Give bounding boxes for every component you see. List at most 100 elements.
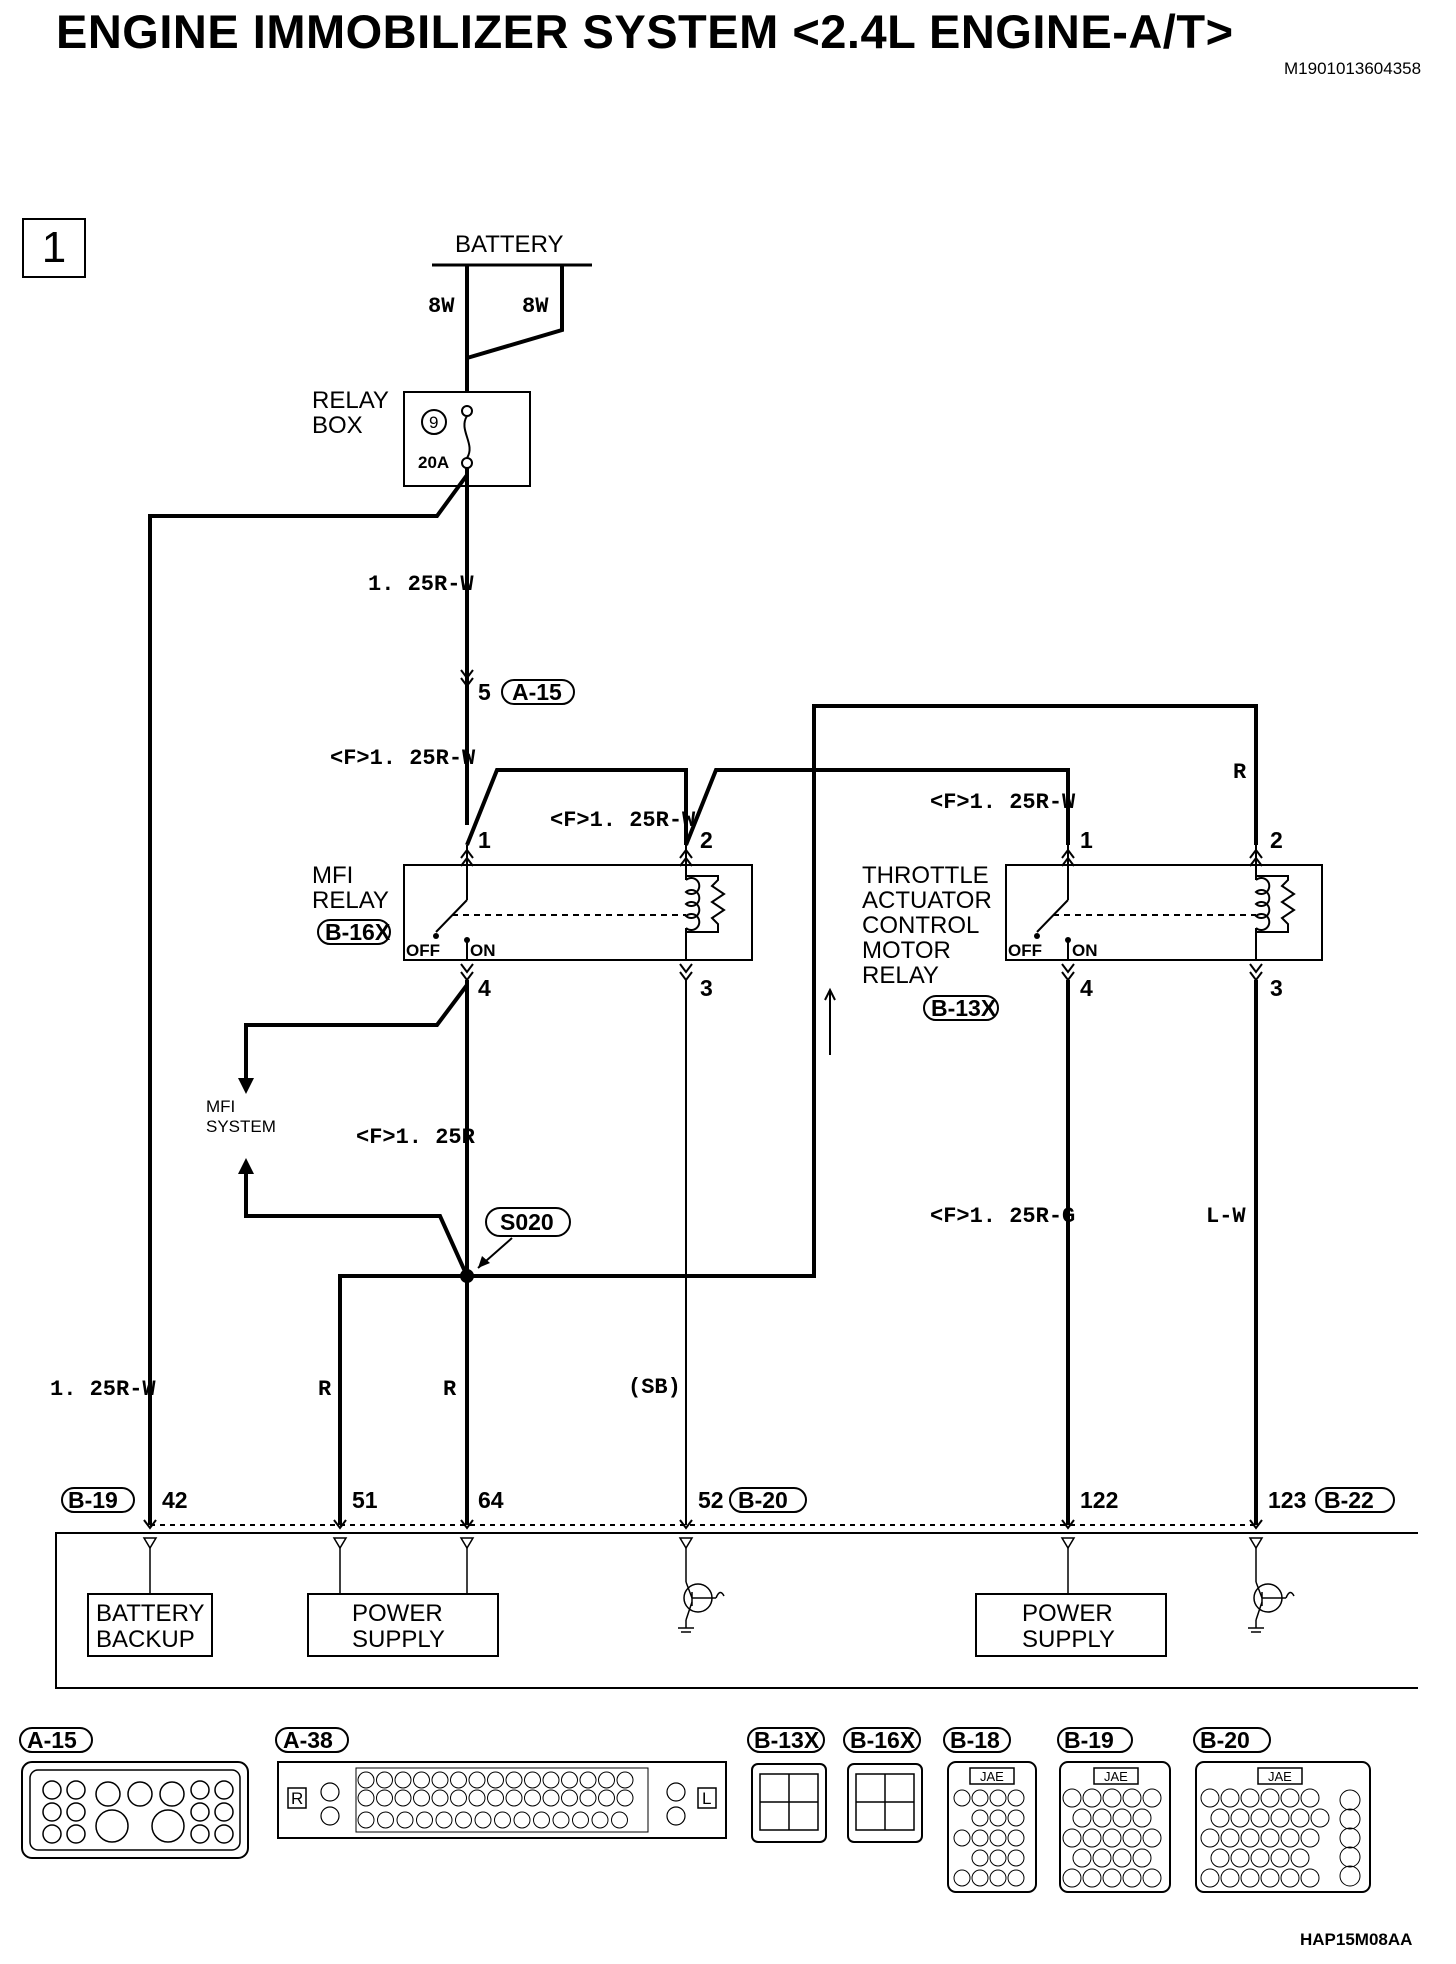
battery-wire-right-label: 8W bbox=[522, 294, 549, 319]
mfi-system-return-wire bbox=[244, 1170, 469, 1277]
connector-cavity bbox=[989, 1829, 1007, 1847]
connector-cavity bbox=[357, 1771, 375, 1789]
battery-backup-wire bbox=[148, 473, 469, 1525]
connector-cavity bbox=[1062, 1788, 1082, 1808]
relay-box-label-1: RELAY bbox=[312, 387, 389, 414]
connector-cavity bbox=[413, 1789, 430, 1807]
splice-label: S020 bbox=[500, 1209, 554, 1235]
connector-cavity bbox=[1112, 1848, 1132, 1868]
connector-cavity bbox=[1007, 1809, 1025, 1827]
main-feed-wire: 1. 25R-W 5 A-15 <F>1. 25R-W bbox=[330, 468, 575, 825]
connector-cavity bbox=[413, 1771, 430, 1789]
connector-cavity bbox=[1339, 1846, 1361, 1868]
connector-cavity bbox=[524, 1771, 541, 1789]
connector-cavity bbox=[1142, 1828, 1162, 1848]
sb-wire-label: (SB) bbox=[628, 1375, 681, 1400]
splice-to-throttle-pin2-wire bbox=[467, 704, 1258, 1278]
connector-cavity bbox=[591, 1811, 609, 1829]
throttle-relay-on: ON bbox=[1072, 941, 1098, 960]
mfi-pin1-to-pin2-wire bbox=[465, 768, 688, 846]
connector-cavity bbox=[1339, 1789, 1361, 1811]
mfi-relay-pin3: 3 bbox=[700, 975, 713, 1001]
ecm-connector-b20: B-20 bbox=[738, 1487, 788, 1513]
backup-wire-label: 1. 25R-W bbox=[50, 1377, 156, 1402]
connector-cavity bbox=[1210, 1808, 1230, 1828]
connector-cavity bbox=[450, 1789, 467, 1807]
connector-cavity bbox=[533, 1811, 550, 1829]
connector-cavity bbox=[953, 1829, 971, 1847]
connector-cavity bbox=[971, 1849, 989, 1867]
connector-cavity bbox=[394, 1789, 412, 1807]
throttle-relay-pin1: 1 bbox=[1080, 827, 1093, 853]
connector-cavity bbox=[953, 1869, 971, 1887]
connector-cavity bbox=[989, 1869, 1007, 1887]
branch-r2-label: R bbox=[443, 1377, 457, 1402]
connector-cavities bbox=[357, 1771, 1361, 1888]
ecm-pin-64: 64 bbox=[478, 1487, 504, 1513]
connector-cavity bbox=[561, 1771, 578, 1789]
connector-cavity bbox=[494, 1811, 511, 1829]
mfi-relay: MFI RELAY B-16X 1 2 3 4 OFF ON bbox=[312, 827, 753, 1001]
connector-cavity bbox=[1240, 1828, 1260, 1848]
connector-cavity bbox=[505, 1771, 523, 1789]
throttle-pin3-wire-label: L-W bbox=[1206, 1204, 1246, 1229]
throttle-relay-connector: B-13X bbox=[931, 995, 997, 1021]
connector-cavity bbox=[357, 1811, 375, 1829]
a15-pin-number: 5 bbox=[478, 679, 491, 705]
mfi-pin1-wire-label: <F>1. 25R-W bbox=[330, 746, 476, 771]
mfi-relay-on: ON bbox=[470, 941, 496, 960]
connector-cavity bbox=[1122, 1868, 1142, 1888]
splice-to-pin51-wire bbox=[338, 1274, 467, 1525]
connector-cavity bbox=[1082, 1868, 1102, 1888]
connector-cavity bbox=[468, 1789, 486, 1807]
connector-cavity bbox=[1082, 1828, 1102, 1848]
throttle-pin2-wire-label: R bbox=[1233, 760, 1247, 785]
connector-cavity bbox=[1007, 1829, 1025, 1847]
connector-cavity bbox=[1280, 1828, 1300, 1848]
connector-cavity bbox=[1270, 1848, 1290, 1868]
connector-cavity bbox=[1062, 1868, 1082, 1888]
connector-cavity bbox=[1200, 1868, 1220, 1888]
connector-cavity bbox=[1260, 1828, 1280, 1848]
mfi-system-label-1: MFI bbox=[206, 1097, 235, 1116]
mfi-relay-pin2: 2 bbox=[700, 827, 713, 853]
mfi-relay-pin1: 1 bbox=[478, 827, 491, 853]
ecm-pin-122: 122 bbox=[1080, 1487, 1118, 1513]
connector-cavity bbox=[1220, 1868, 1240, 1888]
connector-cavity bbox=[971, 1789, 989, 1807]
connector-cavity bbox=[1260, 1868, 1280, 1888]
connector-cavity bbox=[1132, 1848, 1152, 1868]
connector-cavity bbox=[1230, 1808, 1250, 1828]
connector-cavity bbox=[1007, 1869, 1025, 1887]
connector-cavity bbox=[1310, 1808, 1330, 1828]
mfi-relay-pin4: 4 bbox=[478, 975, 491, 1001]
connector-cavity bbox=[455, 1811, 472, 1829]
connector-cavity bbox=[1250, 1808, 1270, 1828]
throttle-relay-pin3: 3 bbox=[1270, 975, 1283, 1001]
connector-cavity bbox=[971, 1829, 989, 1847]
connector-cavity bbox=[1122, 1828, 1142, 1848]
mfi-relay-label-2: RELAY bbox=[312, 887, 389, 914]
connector-cavity bbox=[1200, 1828, 1220, 1848]
connector-cavity bbox=[1142, 1788, 1162, 1808]
connector-cavity bbox=[435, 1811, 453, 1829]
throttle-relay-label-2: ACTUATOR bbox=[862, 887, 992, 914]
connector-cavity bbox=[357, 1789, 375, 1807]
view-b18-jae: JAE bbox=[980, 1769, 1004, 1784]
connector-cavity bbox=[971, 1809, 989, 1827]
mfi-relay-label-1: MFI bbox=[312, 862, 353, 889]
ecm-pin-52: 52 bbox=[698, 1487, 724, 1513]
view-b18-label: B-18 bbox=[950, 1727, 1000, 1753]
throttle-pin4-wire-label: <F>1. 25R-G bbox=[930, 1204, 1075, 1229]
connector-cavity bbox=[1300, 1828, 1320, 1848]
connector-cavity bbox=[1072, 1808, 1092, 1828]
document-id: M1901013604358 bbox=[1284, 59, 1422, 78]
connector-cavity bbox=[1300, 1788, 1320, 1808]
power-supply-a-label-2: SUPPLY bbox=[352, 1626, 445, 1653]
connector-cavity bbox=[1007, 1789, 1025, 1807]
mfi-output-wire-label: <F>1. 25R bbox=[356, 1125, 476, 1150]
battery-backup-label-2: BACKUP bbox=[96, 1626, 195, 1653]
connector-cavity bbox=[1220, 1788, 1240, 1808]
ecm-pin-row: B-19 42 51 64 52 B-20 122 123 B-22 bbox=[61, 1487, 1395, 1530]
connector-cavity bbox=[1102, 1868, 1122, 1888]
